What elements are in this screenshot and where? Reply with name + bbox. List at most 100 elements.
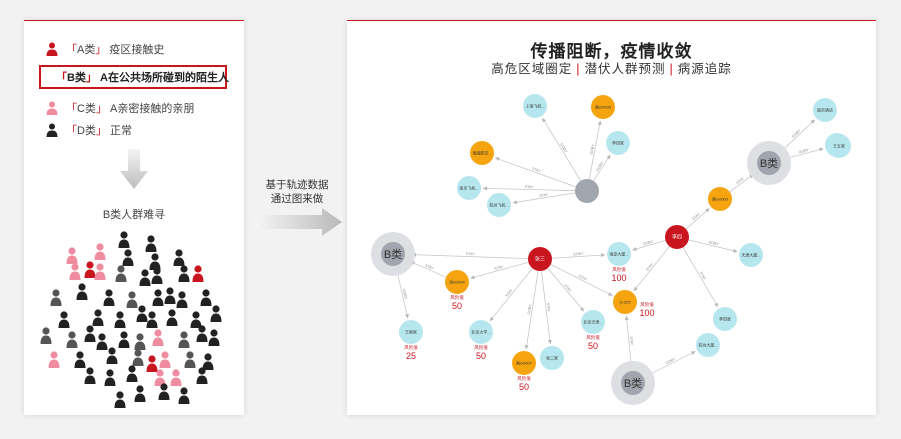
legend-tag: D类 [77, 125, 96, 137]
graph-node-g325[interactable]: G-325 [613, 290, 637, 314]
risk-label: 风险值 [450, 294, 464, 301]
edge-label: STAY [645, 262, 654, 272]
edge-label: STAY [578, 274, 588, 282]
person-icon [84, 325, 96, 342]
graph-node-b3[interactable]: B类 [611, 361, 655, 405]
legend-bracket: 「 [66, 125, 77, 137]
graph-node-hainan[interactable]: 海南航空... [470, 141, 494, 165]
graph-node-g0007[interactable]: 高G0007 [512, 351, 536, 375]
edge-label: GOBY [708, 240, 720, 246]
graph-node-b1[interactable]: B类 [371, 232, 415, 276]
edge-label: GOBY [665, 357, 677, 366]
person-icon [136, 305, 148, 322]
node-label: 张三家 [546, 355, 558, 361]
legend-tag: C类 [77, 103, 96, 115]
graph-node-wwj[interactable]: 王五家 [827, 134, 851, 158]
edge-arrow [597, 120, 602, 126]
edge-label: STAY [466, 252, 476, 256]
person-icon [149, 253, 161, 270]
graph-node-hzjd[interactable]: 杭州大厦... [696, 333, 720, 357]
risk-value: 50 [452, 301, 462, 311]
legend-bracket: 「 [66, 103, 77, 115]
person-icon [115, 265, 127, 282]
risk-value: 100 [611, 273, 626, 283]
graph-node-hdl[interactable]: 海淀大厦... [607, 242, 631, 266]
person-icon [96, 333, 108, 350]
person-icon-red [46, 42, 58, 56]
person-icon [208, 329, 220, 346]
edge-arrow [606, 154, 611, 160]
edge-arrow [524, 344, 529, 350]
graph-node-bjdx[interactable]: 北京大学... [469, 320, 493, 344]
legend-text: A在公共场所碰到的陌生人 [100, 72, 229, 84]
graph-node-hzfj[interactable]: 杭州飞机... [487, 193, 511, 217]
node-label: 李四家 [719, 316, 731, 322]
person-icon [152, 329, 164, 346]
edge [489, 268, 533, 322]
graph-node-g0003[interactable]: 高G0003 [708, 187, 732, 211]
risk-value: 25 [406, 351, 416, 361]
node-label: 杭州飞机... [489, 202, 508, 208]
person-icon [132, 349, 144, 366]
person-icon [74, 351, 86, 368]
edge [550, 264, 613, 297]
node-label: 天津大厦... [741, 252, 760, 258]
node-label: 上海飞机... [525, 103, 544, 109]
edge-label: GOBY [589, 143, 595, 155]
risk-label: 风险值 [586, 334, 600, 341]
edge-arrow [733, 248, 738, 253]
risk-value: 50 [519, 382, 529, 392]
person-icon [92, 309, 104, 326]
person-icon [118, 231, 130, 248]
middle-caption-line: 通过图来做 [270, 193, 324, 205]
edge [647, 350, 696, 376]
edge-arrow [547, 339, 552, 345]
graph-node-sh[interactable]: 上海飞机... [523, 94, 547, 118]
edge-label: STAY [494, 265, 504, 271]
person-icon [151, 267, 163, 284]
edge-arrow [810, 119, 815, 124]
edge [411, 254, 529, 259]
graph-node-zhangsan[interactable]: 张三 [528, 247, 552, 271]
person-icon [152, 289, 164, 306]
edge-arrow [608, 292, 613, 296]
graph-node-bjtj[interactable]: 北京天津... [581, 310, 605, 334]
graph-node-b2[interactable]: B类 [747, 141, 791, 185]
risk-label: 风险值 [640, 301, 654, 308]
person-icon [173, 249, 185, 266]
nodes: 张三 李四 B类 B类 B类 上海飞机... 高G0005 李四家 海南航空... 南京飞机...… [371, 94, 851, 405]
edge-arrow [819, 147, 824, 152]
legend-bracket: 」 [85, 72, 97, 84]
edge [512, 192, 576, 204]
graph-node-hub[interactable] [575, 179, 599, 203]
edge-label: STAY [699, 271, 707, 281]
legend-item-b: 「B类」 A在公共场所碰到的陌生人 [39, 65, 229, 89]
edge-arrow [489, 316, 494, 322]
person-icon [66, 247, 78, 264]
edge [685, 207, 710, 230]
middle-caption: 基于轨迹数据 通过图来做 [252, 178, 342, 206]
graph-node-lisi[interactable]: 李四 [665, 225, 689, 249]
edge-arrow [705, 208, 710, 213]
edge [495, 157, 576, 188]
legend-tag: B类 [67, 72, 86, 84]
person-icon [145, 235, 157, 252]
edge [633, 246, 670, 292]
person-icon [202, 353, 214, 370]
graph-node-lsj[interactable]: 李四家 [713, 307, 737, 331]
graph-node-ngzz[interactable]: 南京酒店 [813, 98, 837, 122]
graph-node-zsj[interactable]: 张三家 [540, 346, 564, 370]
crowd-illustration [40, 231, 222, 408]
graph-node-tianjin[interactable]: 天津大厦... [739, 243, 763, 267]
node-label: 北京天津... [583, 319, 602, 325]
edge-label: STAY [531, 167, 541, 174]
graph-node-wang[interactable]: 李四家 [606, 131, 630, 155]
graph-node-g0005[interactable]: 高G0005 [591, 95, 615, 119]
graph-node-njfj[interactable]: 南京飞机... [457, 176, 481, 200]
graph-node-d2004[interactable]: 动A2004 [445, 270, 469, 294]
edge-label: STAY [525, 185, 535, 189]
edge-arrow [691, 351, 696, 355]
graph-node-wmj[interactable]: 王麻家 [399, 320, 423, 344]
person-icon [94, 263, 106, 280]
legend-item-a: 「A类」 疫区接触史 [46, 38, 164, 60]
